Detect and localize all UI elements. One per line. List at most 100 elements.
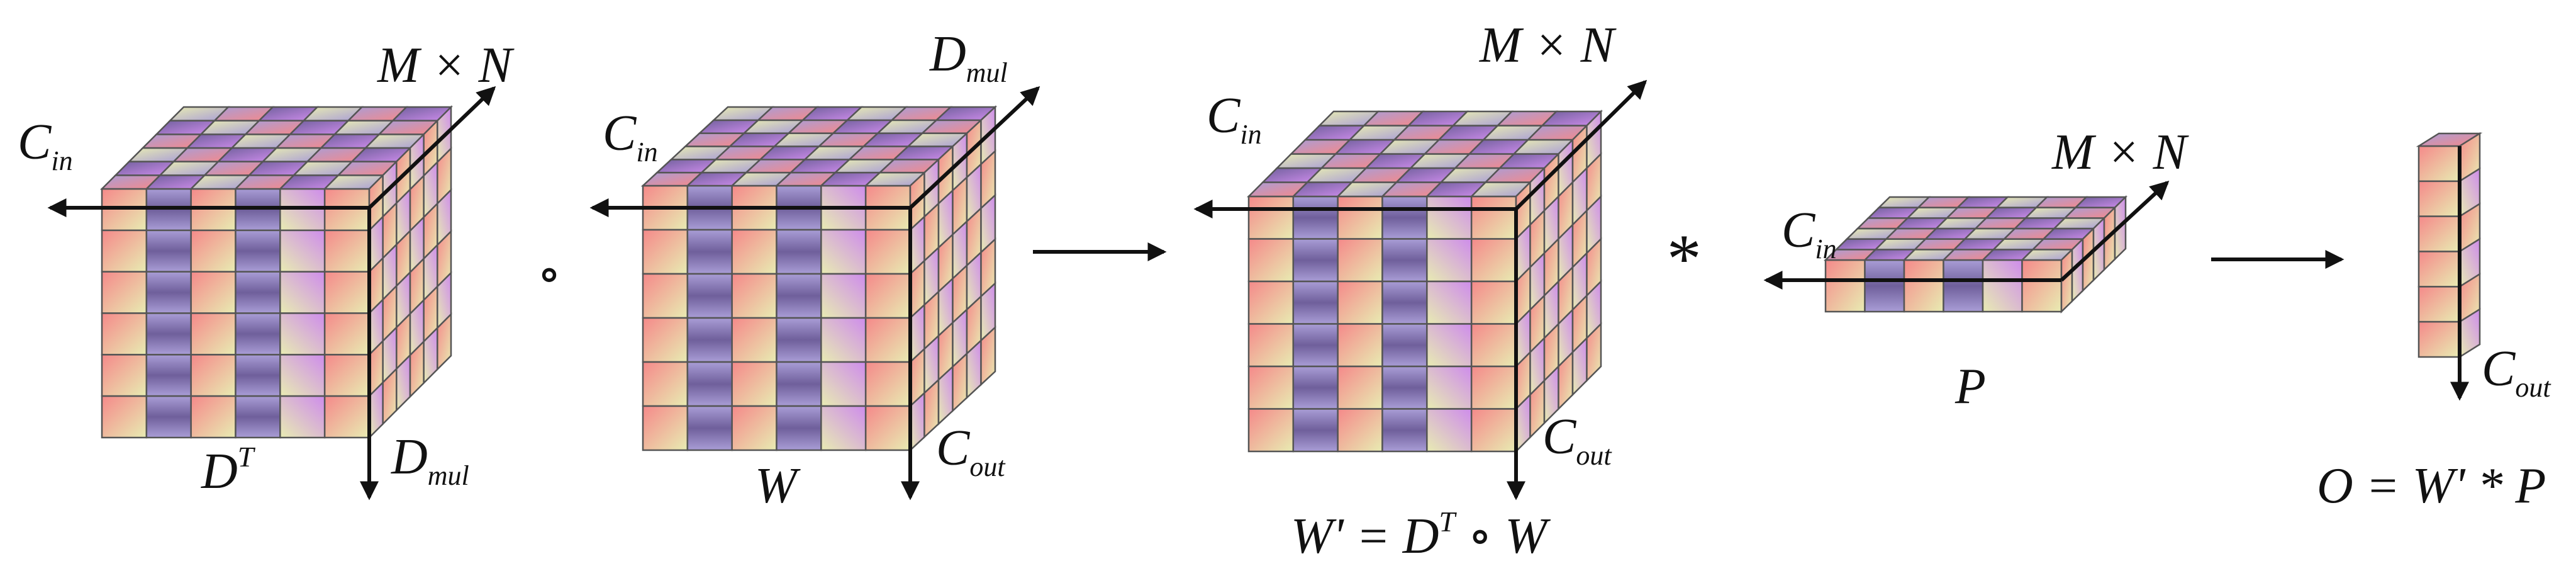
front-cell (1864, 259, 1905, 313)
w-axis-left-label: Cin (603, 106, 658, 167)
front-cell (820, 229, 867, 275)
front-cell (1470, 280, 1517, 325)
front-cell (864, 229, 912, 275)
wprime-axis-down-label: Cout (1542, 409, 1612, 471)
front-cell (145, 271, 192, 314)
dt-axis-down-label: Dmul (391, 429, 469, 491)
front-cell (776, 273, 822, 319)
front-cell (1337, 280, 1383, 325)
front-cell (323, 354, 371, 397)
front-cell (323, 271, 371, 314)
front-cell (2417, 251, 2461, 288)
front-cell (1247, 280, 1295, 325)
front-cell (1337, 323, 1383, 368)
front-cell (1470, 195, 1517, 240)
front-cell (1381, 365, 1428, 410)
front-cell (101, 229, 148, 273)
w-axis-down-label: Cout (936, 421, 1006, 482)
w-tensor-label: W (755, 458, 801, 514)
p-tensor-slab (1823, 195, 2128, 314)
front-cell (686, 405, 733, 451)
p-axis-diag-label: M × N (2051, 125, 2190, 180)
front-cell (1292, 238, 1339, 283)
front-cell (2417, 286, 2461, 323)
p-tensor-label: P (1954, 359, 1986, 414)
front-cell (1381, 408, 1428, 453)
front-cell (731, 361, 778, 407)
front-cell (776, 405, 822, 451)
front-cell (279, 395, 326, 439)
side-cell (1586, 322, 1602, 383)
o-tensor-column (2416, 132, 2483, 359)
front-cell (1426, 280, 1473, 325)
front-cell (190, 271, 237, 314)
front-cell (1292, 408, 1339, 453)
front-cell (1943, 259, 1984, 313)
front-cell (1426, 195, 1473, 240)
front-cell (820, 361, 867, 407)
front-cell (2021, 259, 2063, 313)
front-cell (642, 229, 689, 275)
front-cell (686, 361, 733, 407)
front-cell (1247, 238, 1295, 283)
front-cell (1470, 238, 1517, 283)
front-cell (279, 271, 326, 314)
front-cell (279, 354, 326, 397)
front-cell (145, 229, 192, 273)
front-cell (1337, 195, 1383, 240)
wprime-axis-diag-label: M × N (1479, 18, 1617, 73)
front-cell (776, 229, 822, 275)
front-cell (1470, 365, 1517, 410)
front-cell (864, 405, 912, 451)
front-cell (323, 229, 371, 273)
wprime-axis-diag-arrow (1514, 79, 1648, 211)
front-cell (190, 312, 237, 356)
front-cell (1381, 280, 1428, 325)
front-cell (864, 361, 912, 407)
front-cell (1381, 238, 1428, 283)
front-cell (235, 312, 281, 356)
front-cell (820, 317, 867, 363)
front-cell (642, 405, 689, 451)
front-cell (1247, 365, 1295, 410)
dt-tensor-cube (99, 105, 454, 440)
dt-axis-left-label: Cin (18, 115, 73, 176)
front-cell (279, 229, 326, 273)
front-cell (731, 317, 778, 363)
front-cell (1381, 323, 1428, 368)
front-cell (864, 273, 912, 319)
w-axis-diag-arrow (908, 86, 1040, 210)
front-cell (642, 361, 689, 407)
front-cell (2417, 215, 2461, 252)
front-cell (686, 273, 733, 319)
front-cell (190, 229, 237, 273)
front-cell (1337, 238, 1383, 283)
front-cell (235, 395, 281, 439)
front-cell (686, 317, 733, 363)
convolution-operator: * (1664, 220, 1698, 297)
wprime-equation: W' = DT ∘ W (1291, 506, 1551, 564)
front-cell (1824, 259, 1866, 313)
front-cell (1292, 195, 1339, 240)
dt-axis-diag-label: M × N (377, 38, 515, 93)
axis-arrows (47, 79, 2469, 501)
front-cell (1247, 195, 1295, 240)
front-cell (1337, 408, 1383, 453)
dt-axis-diag-arrow (367, 86, 496, 210)
front-cell (1426, 323, 1473, 368)
front-cell (1426, 408, 1473, 453)
front-cell (642, 273, 689, 319)
wprime-tensor-cube (1246, 109, 1603, 454)
side-cell (437, 312, 452, 371)
front-cell (1903, 259, 1944, 313)
front-cell (1337, 365, 1383, 410)
front-cell (101, 395, 148, 439)
front-cell (2417, 145, 2461, 183)
o-axis-down-label: Cout (2482, 341, 2551, 403)
front-cell (1292, 365, 1339, 410)
dt-tensor-label: DT (201, 441, 256, 499)
front-cell (1247, 323, 1295, 368)
p-axis-diag-arrow (2060, 180, 2170, 282)
